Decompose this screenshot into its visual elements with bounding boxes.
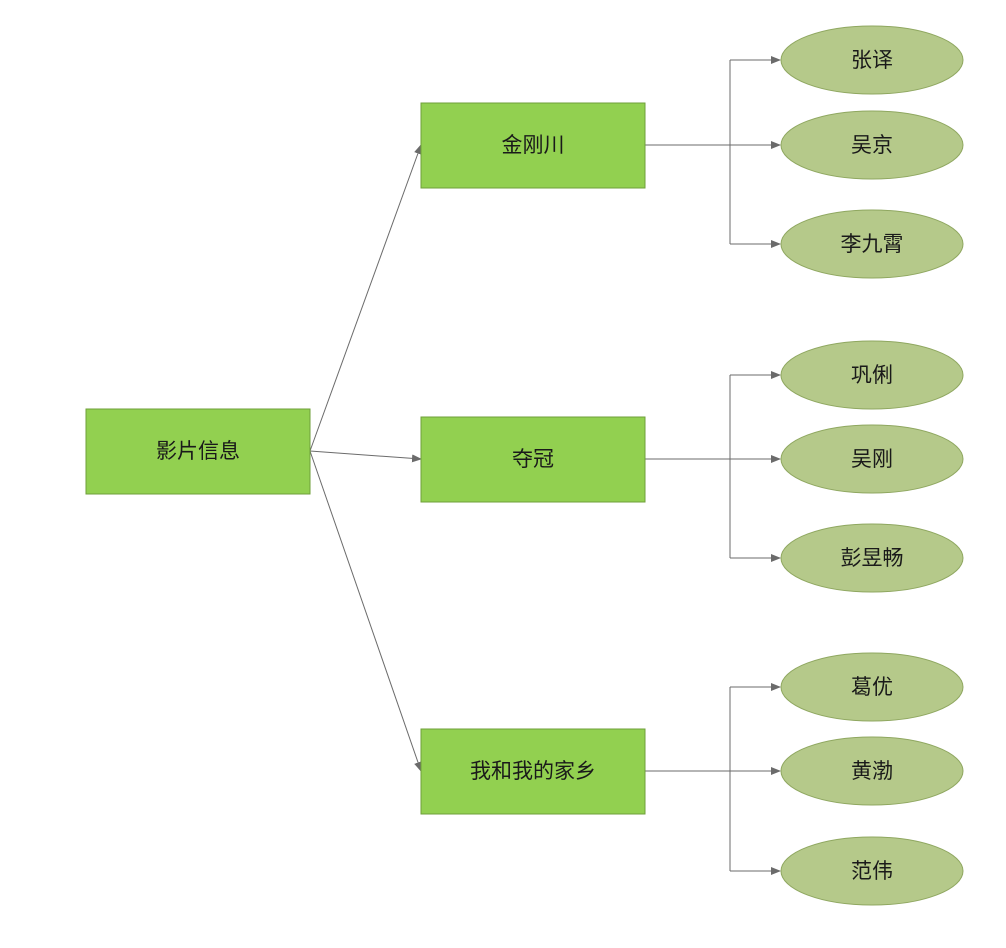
actor-node-1-1[interactable]: 张译 xyxy=(780,25,964,95)
connector-root-film-2 xyxy=(309,450,422,463)
actor-node-3-1[interactable]: 葛优 xyxy=(780,652,964,722)
film-node-1[interactable]: 金刚川 xyxy=(420,102,646,189)
root-node[interactable]: 影片信息 xyxy=(85,408,311,495)
actor-node-3-1-label: 葛优 xyxy=(851,675,893,699)
film-3-connectors xyxy=(645,683,781,875)
actor-node-1-2[interactable]: 吴京 xyxy=(780,110,964,180)
root-node-label: 影片信息 xyxy=(156,439,240,463)
actor-node-2-2-shape xyxy=(780,424,964,494)
actor-node-3-3[interactable]: 范伟 xyxy=(780,836,964,906)
root-node-box xyxy=(85,408,311,495)
actor-node-3-2-shape xyxy=(780,736,964,806)
connector-root-film-1 xyxy=(309,144,422,452)
film-node-1-label: 金刚川 xyxy=(502,133,565,157)
actor-node-1-2-shape xyxy=(780,110,964,180)
actor-node-1-3-shape xyxy=(780,209,964,279)
actor-node-1-2-label: 吴京 xyxy=(851,133,893,157)
actor-node-3-2-label: 黄渤 xyxy=(851,759,893,783)
actor-node-3-3-label: 范伟 xyxy=(851,859,893,883)
film-node-3-label: 我和我的家乡 xyxy=(470,759,596,783)
film-2-connectors xyxy=(645,371,781,562)
film-node-1-box xyxy=(420,102,646,189)
actor-node-3-3-shape xyxy=(780,836,964,906)
connector-root-film-3 xyxy=(309,450,422,772)
film-node-3[interactable]: 我和我的家乡 xyxy=(420,728,646,815)
film-node-3-box xyxy=(420,728,646,815)
actor-node-2-3[interactable]: 彭昱畅 xyxy=(780,523,964,593)
film-node-2-label: 夺冠 xyxy=(512,447,554,471)
film-1-connectors xyxy=(645,56,781,248)
actor-node-2-2-label: 吴刚 xyxy=(851,447,893,471)
actor-node-1-1-shape xyxy=(780,25,964,95)
actor-node-2-2[interactable]: 吴刚 xyxy=(780,424,964,494)
actor-node-3-1-shape xyxy=(780,652,964,722)
actor-node-2-3-shape xyxy=(780,523,964,593)
film-node-2-box xyxy=(420,416,646,503)
actor-node-2-1-shape xyxy=(780,340,964,410)
film-node-2[interactable]: 夺冠 xyxy=(420,416,646,503)
actor-node-2-1[interactable]: 巩俐 xyxy=(780,340,964,410)
actor-node-1-1-label: 张译 xyxy=(851,48,893,72)
root-connectors xyxy=(309,144,422,772)
actor-node-3-2[interactable]: 黄渤 xyxy=(780,736,964,806)
actor-node-2-3-label: 彭昱畅 xyxy=(841,546,904,570)
actor-node-1-3[interactable]: 李九霄 xyxy=(780,209,964,279)
actor-node-1-3-label: 李九霄 xyxy=(841,232,904,256)
actor-node-2-1-label: 巩俐 xyxy=(851,363,893,387)
